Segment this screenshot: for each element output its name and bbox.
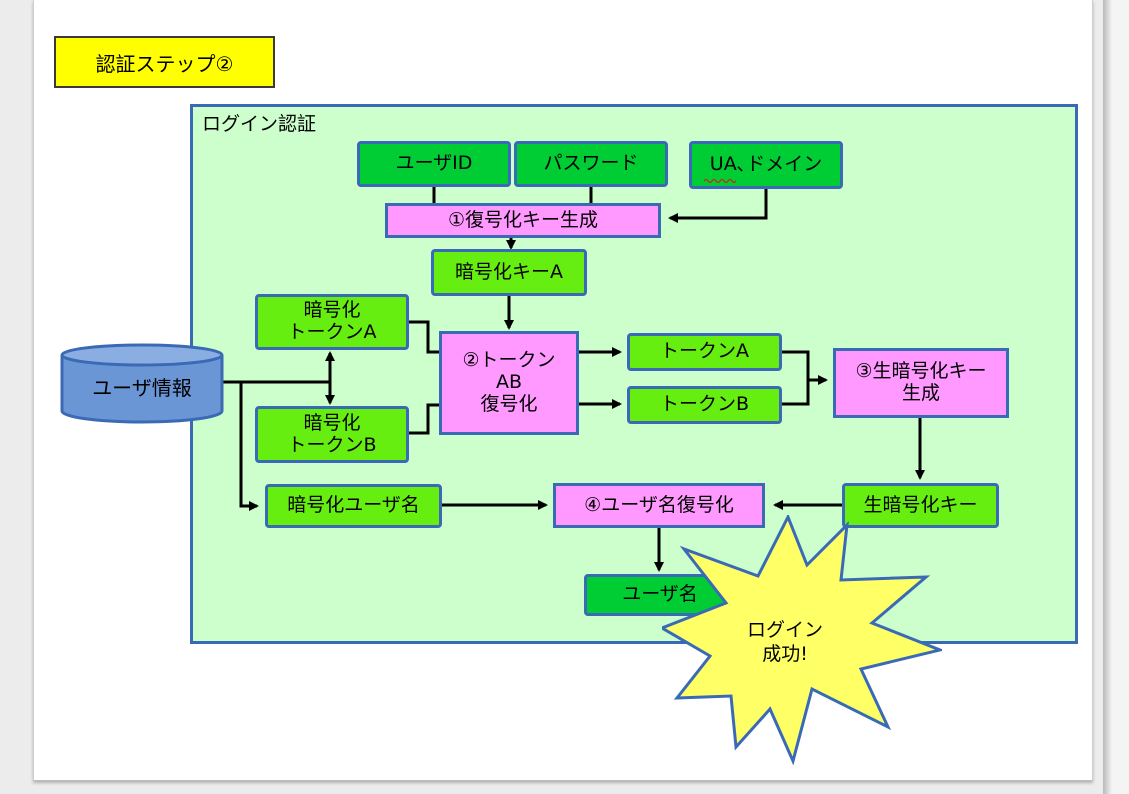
- login-success-burst: [662, 515, 942, 765]
- token-a-box: トークンA: [627, 333, 782, 371]
- token-b-box: トークンB: [627, 386, 782, 424]
- connector-tokens-step3: [781, 350, 826, 406]
- step3-raw-key-generation: ③生暗号化キー 生成: [833, 348, 1009, 418]
- connector-db-encusername: [239, 382, 259, 511]
- encrypted-username-box: 暗号化ユーザ名: [265, 484, 442, 528]
- spellcheck-squiggle: [704, 178, 737, 184]
- connector-ua-step1: [668, 188, 768, 223]
- step2-token-ab-decryption: ②トークン AB 復号化: [439, 331, 579, 435]
- password-box: パスワード: [514, 141, 668, 187]
- user-id-box: ユーザID: [357, 141, 511, 187]
- region-label: ログイン認証: [202, 113, 317, 135]
- connector-tokenb-step2: [408, 403, 440, 435]
- title-badge: 認証ステップ②: [54, 36, 275, 88]
- step1-decrypt-key-generation: ①復号化キー生成: [385, 203, 661, 238]
- encrypted-token-b-box: 暗号化 トークンB: [255, 406, 409, 463]
- raw-encryption-key-box: 生暗号化キー: [842, 483, 999, 528]
- ua-domain-box: UA､ドメイン: [689, 141, 843, 189]
- step4-username-decryption: ④ユーザ名復号化: [553, 483, 765, 528]
- encryption-key-a-box: 暗号化キーA: [431, 249, 587, 296]
- encrypted-token-a-box: 暗号化 トークンA: [255, 294, 409, 350]
- login-success-text: ログイン 成功!: [746, 619, 823, 665]
- user-info-database: [60, 343, 224, 424]
- connector-tokena-step2: [408, 320, 440, 354]
- scroll-gutter: [1103, 0, 1129, 794]
- user-info-label: ユーザ情報: [92, 376, 192, 400]
